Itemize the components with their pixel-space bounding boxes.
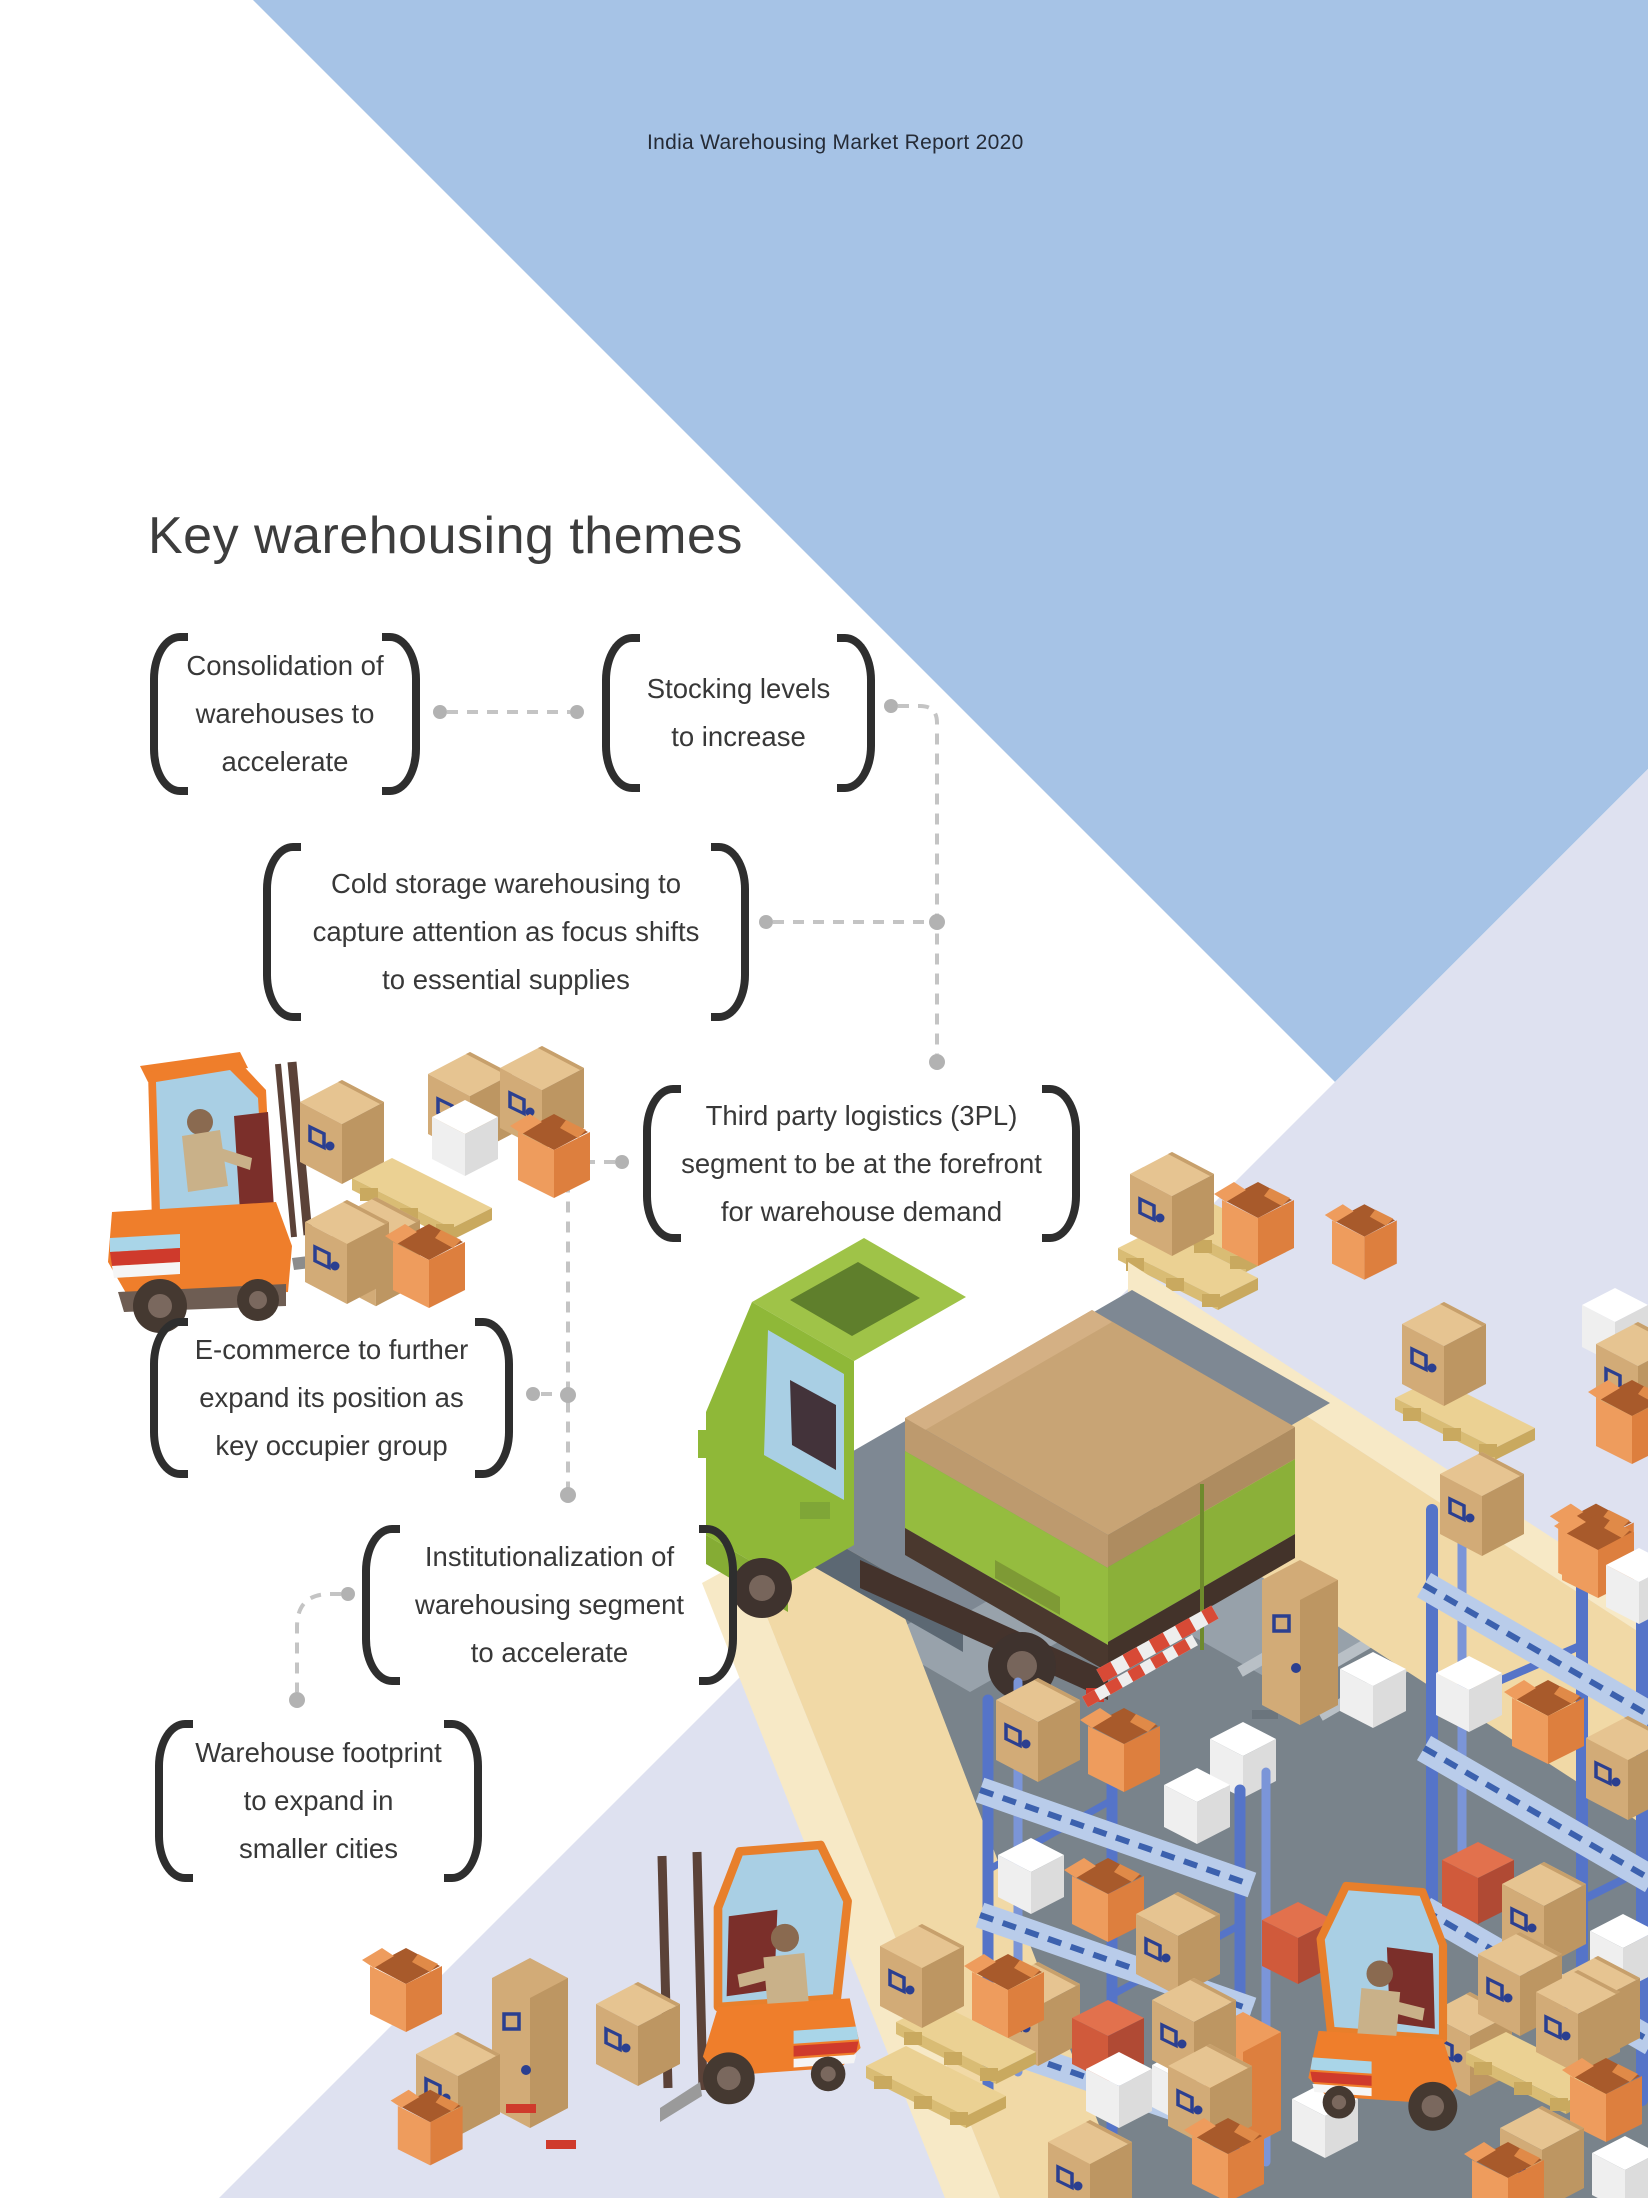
- theme-line: Warehouse footprint: [195, 1737, 442, 1768]
- dock-boxes: [1210, 1560, 1406, 1798]
- theme-line: to increase: [671, 721, 806, 752]
- theme-line: to essential supplies: [382, 964, 630, 995]
- theme-line: Cold storage warehousing to: [330, 868, 682, 899]
- theme-box-institutionalization: Institutionalization of warehousing segm…: [362, 1525, 737, 1685]
- storage-rack-right: [1416, 1450, 1648, 2106]
- theme-box-consolidation: Consolidation of warehouses to accelerat…: [150, 633, 420, 795]
- theme-box-stocking-levels: Stocking levels to increase: [602, 634, 875, 792]
- theme-line: to accelerate: [470, 1637, 629, 1668]
- theme-line: smaller cities: [239, 1833, 398, 1864]
- theme-line: segment to be at the forefront: [681, 1147, 1042, 1179]
- theme-box-footprint: Warehouse footprint to expand in smaller…: [155, 1720, 482, 1882]
- theme-line: key occupier group: [215, 1430, 448, 1461]
- theme-line: E-commerce to further: [194, 1334, 469, 1365]
- theme-line: Consolidation of: [186, 650, 384, 681]
- report-header: India Warehousing Market Report 2020: [647, 131, 1024, 154]
- theme-line: Stocking levels: [646, 673, 831, 704]
- theme-line: capture attention as focus shifts: [312, 916, 700, 947]
- theme-line: expand its position as: [199, 1382, 464, 1413]
- theme-line: accelerate: [221, 746, 349, 777]
- theme-line: for warehouse demand: [720, 1195, 1003, 1227]
- theme-box-third-party-logistics: Third party logistics (3PL) segment to b…: [643, 1085, 1080, 1242]
- theme-line: warehousing segment: [414, 1589, 685, 1620]
- theme-line: Third party logistics (3PL): [705, 1099, 1018, 1131]
- page-title: Key warehousing themes: [148, 507, 743, 565]
- forklift-bottom-left-illustration: [362, 1845, 1264, 2198]
- delivery-truck-illustration: [698, 1238, 1295, 1708]
- theme-line: warehouses to: [195, 698, 375, 729]
- theme-box-cold-storage: Cold storage warehousing to capture atte…: [263, 843, 749, 1021]
- connector-dots: [289, 699, 945, 1708]
- theme-box-ecommerce: E-commerce to further expand its positio…: [150, 1318, 513, 1478]
- theme-line: Institutionalization of: [424, 1541, 675, 1572]
- theme-line: to expand in: [243, 1785, 394, 1816]
